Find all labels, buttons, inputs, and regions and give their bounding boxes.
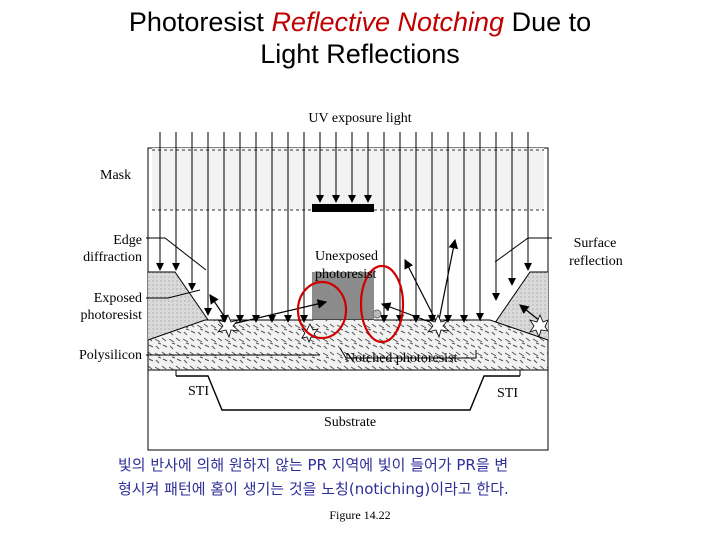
label-unexposed-1: Unexposed [315, 249, 378, 264]
leader-lines [146, 237, 552, 359]
label-notched-photoresist: Notched photoresist [345, 351, 458, 366]
label-unexposed-2: photoresist [315, 267, 377, 282]
mask-region [152, 148, 544, 210]
label-edge-diffraction-2: diffraction [83, 250, 142, 265]
label-mask: Mask [100, 168, 132, 183]
notch-circle-right [359, 264, 405, 344]
reflected-rays [209, 238, 546, 326]
label-sti-right: STI [497, 386, 518, 401]
label-surface-1: Surface [573, 236, 617, 251]
figure-label: Figure 14.22 [329, 508, 391, 522]
label-polysilicon: Polysilicon [78, 348, 142, 363]
uv-rays [156, 132, 532, 323]
korean-caption-line2: 형시켜 패턴에 홈이 생기는 것을 노칭(notiching)이라고 한다. [118, 480, 509, 498]
mask-chrome [312, 204, 374, 212]
title-part2: Due to [504, 7, 592, 37]
label-exposed-1: Exposed [93, 291, 142, 306]
korean-caption-line1: 빛의 반사에 의해 원하지 않는 PR 지역에 빛이 들어가 PR을 변 [118, 456, 509, 474]
notch-circle-left [296, 280, 348, 340]
label-substrate: Substrate [323, 415, 377, 430]
title-highlight: Reflective Notching [271, 7, 505, 37]
sti-trench-outline [176, 375, 520, 411]
korean-caption: 빛의 반사에 의해 원하지 않는 PR 지역에 빛이 들어가 PR을 변 형시켜… [118, 453, 678, 501]
title-part1: Photoresist [128, 7, 272, 37]
label-surface-2: reflection [569, 254, 623, 269]
title-line2: Light Reflections [260, 39, 460, 69]
label-sti-left: STI [188, 384, 209, 399]
label-uv-light: UV exposure light [308, 111, 412, 126]
label-edge-diffraction-1: Edge [113, 233, 142, 248]
slide-title: Photoresist Reflective Notching Due to L… [0, 6, 720, 70]
label-exposed-2: photoresist [80, 308, 142, 323]
